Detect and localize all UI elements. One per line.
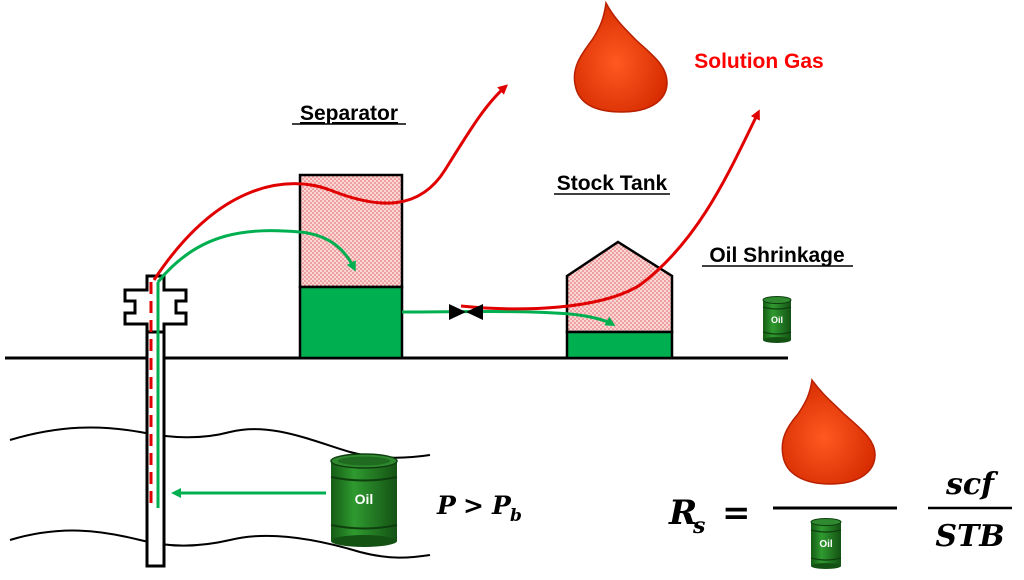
formula-oil-barrel-icon: Oil	[810, 518, 842, 569]
solution-gas-blob-icon	[573, 0, 668, 113]
formula-barrel-label: Oil	[819, 539, 833, 550]
reservoir-barrel-label: Oil	[355, 491, 374, 507]
stock-tank-label: Stock Tank	[557, 172, 668, 195]
gas-flow-from-stock-tank-arrow	[460, 109, 760, 311]
separator-gas-zone	[298, 173, 404, 289]
oil-flow-to-separator-arrow	[156, 229, 356, 283]
formula-r-subscript: s	[692, 513, 705, 539]
formula-units-denominator: STB	[935, 519, 1004, 554]
formula-equals: =	[722, 493, 751, 533]
reservoir-oil-barrel-icon: Oil	[330, 453, 398, 547]
oil-shrinkage-label: Oil Shrinkage	[709, 244, 844, 267]
pressure-operator: >	[463, 491, 484, 520]
shrinkage-barrel-label: Oil	[771, 315, 783, 325]
separator-label: Separator	[300, 102, 398, 125]
solution-gas-oil-ratio-formula: R s = scf STB	[668, 467, 1012, 554]
stock-tank-gas-zone	[565, 240, 674, 334]
wellhead	[123, 274, 188, 334]
formula-r: R	[668, 493, 697, 533]
solution-gas-label: Solution Gas	[694, 50, 824, 73]
pressure-p: P	[436, 491, 457, 520]
reservoir-bottom-boundary	[9, 529, 431, 559]
shrinkage-oil-barrel-icon: Oil	[762, 296, 792, 343]
pressure-condition: P > P b	[436, 491, 522, 526]
reservoir-top-boundary	[9, 426, 431, 459]
separator-oil-zone	[298, 285, 404, 360]
oil-flow-to-stock-tank-arrow	[401, 310, 616, 326]
pressure-pb-subscript: b	[510, 506, 522, 526]
stock-tank-oil-zone	[565, 330, 674, 360]
gas-flow-to-separator-arrow	[152, 84, 508, 281]
formula-units-numerator: scf	[945, 467, 999, 502]
valve-icon	[449, 304, 483, 320]
formula-gas-blob-icon	[781, 378, 876, 485]
pressure-pb: P	[491, 491, 512, 520]
